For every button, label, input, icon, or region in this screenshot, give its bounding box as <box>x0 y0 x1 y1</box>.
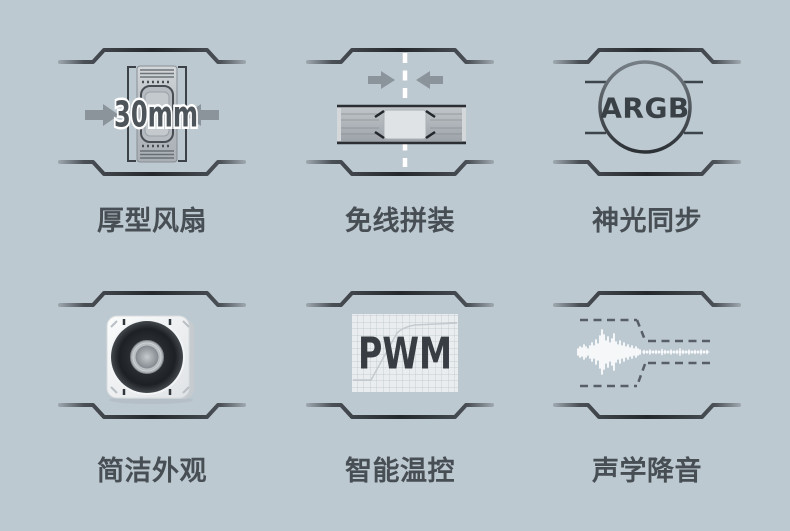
frame-bracket-top <box>306 48 494 64</box>
graph-paper <box>352 314 458 392</box>
frame-bracket-bottom <box>553 403 741 419</box>
feature-label: 免线拼装 <box>345 206 455 237</box>
feature-label: 神光同步 <box>592 206 702 237</box>
feature-label: 简洁外观 <box>97 456 207 487</box>
thickness-value-text: 30mm <box>114 95 198 136</box>
fan-render <box>106 315 194 404</box>
frame-bracket-bottom <box>58 403 246 419</box>
feature-cell-argb-sync: ARGB 神光同步 <box>552 40 742 250</box>
width-arrows <box>85 104 219 126</box>
argb-text: ARGB <box>600 92 690 125</box>
argb-ring <box>598 60 692 154</box>
noise-funnel-dashes <box>580 318 715 388</box>
feature-label: 厚型风扇 <box>97 206 207 237</box>
fan-curve <box>353 322 458 381</box>
pwm-text: PWM <box>358 329 452 380</box>
feature-cell-smart-pwm: PWM 智能温控 <box>305 283 495 493</box>
feature-cell-cable-free-assembly: 免线拼装 <box>305 40 495 250</box>
frame-bracket-bottom <box>553 160 741 176</box>
frame-bracket-top <box>553 291 741 307</box>
feature-cell-clean-appearance: 简洁外观 <box>57 283 247 493</box>
frame-bracket-top <box>553 48 741 64</box>
thick-fan-icon: 30mm <box>58 48 246 176</box>
frame-bracket-top <box>58 291 246 307</box>
joint-connector-block <box>383 109 427 140</box>
inward-arrows <box>368 71 443 89</box>
sound-waveform <box>577 329 710 375</box>
fan-joint-graphic <box>337 104 466 145</box>
frame-bracket-bottom <box>306 403 494 419</box>
pwm-grid-icon: PWM <box>306 291 494 419</box>
circuit-pin-lines <box>585 80 703 135</box>
fan-side-view <box>136 65 178 163</box>
frame-bracket-top <box>58 48 246 64</box>
cable-free-assembly-icon <box>306 48 494 176</box>
feature-label: 智能温控 <box>345 456 455 487</box>
feature-cell-noise-reduction: 声学降音 <box>552 283 742 493</box>
frame-bracket-bottom <box>306 160 494 176</box>
frame-bracket-bottom <box>58 160 246 176</box>
frame-bracket-top <box>306 291 494 307</box>
feature-cell-thick-fan: 30mm 厚型风扇 <box>57 40 247 250</box>
fan-product-image <box>58 291 246 419</box>
argb-circle-icon: ARGB <box>553 48 741 176</box>
waveform-icon <box>553 291 741 419</box>
measure-bracket-marks <box>127 66 187 162</box>
feature-label: 声学降音 <box>592 456 702 487</box>
